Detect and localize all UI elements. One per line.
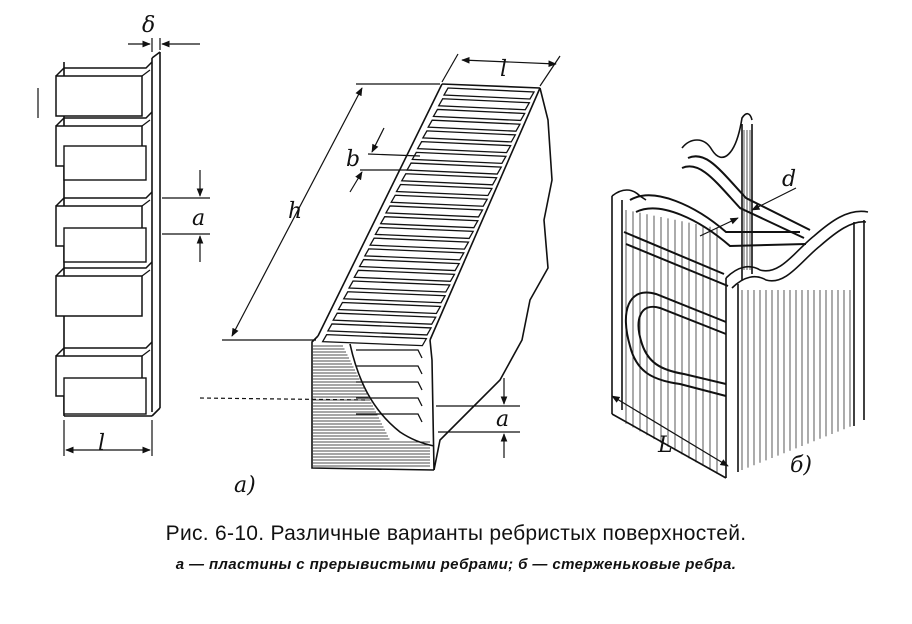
fin-slot xyxy=(416,140,512,154)
fin-slot xyxy=(432,108,526,122)
label-L: L xyxy=(657,433,673,458)
fin-slot xyxy=(337,301,442,315)
fin-recess xyxy=(63,377,147,415)
fin-slot xyxy=(442,87,536,100)
dim-L xyxy=(611,395,729,467)
section-line xyxy=(199,397,367,401)
fin-slot xyxy=(321,333,428,347)
dim-delta xyxy=(128,38,200,52)
label-a-mid: a xyxy=(496,407,509,432)
dim-h xyxy=(222,83,440,341)
fin-slot xyxy=(395,183,493,197)
label-d: d xyxy=(782,167,796,192)
fin-face xyxy=(55,75,143,117)
lower-fin-edge xyxy=(356,413,423,423)
fin-slot xyxy=(400,173,498,186)
caption-subtitle: а — пластины с прерывистыми ребрами; б —… xyxy=(175,556,737,573)
label-l-top: l xyxy=(500,57,507,82)
fin-face xyxy=(55,275,143,317)
plate-fin-group xyxy=(55,61,153,415)
fin-edge xyxy=(55,261,153,277)
fin-edge xyxy=(141,119,151,127)
fin-slot xyxy=(353,269,456,282)
fin-edge xyxy=(55,341,153,357)
label-delta: δ xyxy=(142,13,155,38)
fin-slot xyxy=(342,291,447,304)
fin-slot xyxy=(347,280,451,293)
fin-slot xyxy=(332,312,437,325)
fin-recess xyxy=(63,227,147,263)
fin-slot xyxy=(379,216,479,229)
fin-slot xyxy=(421,130,517,143)
fin-slot xyxy=(363,248,465,261)
block-fin-slots xyxy=(321,87,536,347)
block-hatching xyxy=(313,345,430,467)
fin-slot xyxy=(390,194,489,207)
rod-fin-assembly xyxy=(611,112,869,479)
lower-fin-edge xyxy=(356,365,423,375)
dim-l-top xyxy=(441,53,561,87)
label-h: h xyxy=(288,199,302,224)
fin-slot xyxy=(358,258,461,272)
fin-edge xyxy=(55,111,153,127)
dim-l-left xyxy=(63,420,153,456)
subfigure-label-a: a) xyxy=(234,473,256,498)
fin-slot xyxy=(326,323,433,336)
label-a-left: a xyxy=(192,206,205,231)
fin-slot xyxy=(384,205,484,218)
dim-a-mid xyxy=(436,378,520,458)
fin-edge xyxy=(141,199,151,207)
fin-slot xyxy=(405,162,503,175)
fin-slot xyxy=(437,98,531,111)
lower-fin-edge xyxy=(356,381,423,391)
fin-edge xyxy=(141,349,151,357)
subfigure-label-b: б) xyxy=(790,453,812,478)
fin-edge xyxy=(55,191,153,207)
label-b: b xyxy=(346,147,360,172)
fin-slot xyxy=(374,226,475,240)
fin-slot xyxy=(369,237,470,250)
label-l-left: l xyxy=(98,431,105,456)
lower-fin-edge xyxy=(356,349,423,359)
fin-edge xyxy=(55,61,153,77)
fin-slot xyxy=(411,151,508,165)
fin-slot xyxy=(427,119,522,132)
fin-recess xyxy=(63,145,147,181)
caption-title: Рис. 6-10. Различные варианты ребристых … xyxy=(165,522,747,545)
fin-edge xyxy=(141,69,151,77)
fin-edge xyxy=(141,269,151,277)
dim-a-left xyxy=(162,170,210,262)
dim-b xyxy=(349,127,421,193)
dim-d xyxy=(699,187,797,237)
lower-fin-edge xyxy=(356,397,423,407)
